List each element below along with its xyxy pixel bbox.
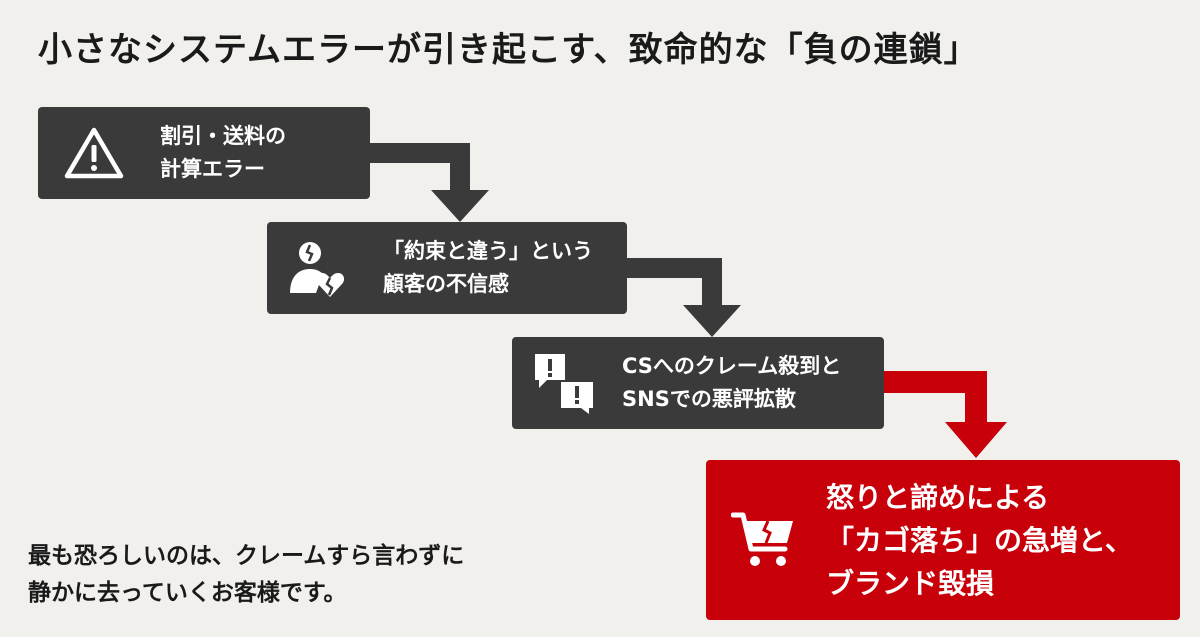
step-1-line-2: 計算エラー — [160, 157, 265, 181]
step-2-line-2: 顧客の不信感 — [383, 272, 509, 296]
step-3-line-1: CSへのクレーム殺到と — [622, 354, 842, 378]
slide-title: 小さなシステムエラーが引き起こす、致命的な「負の連鎖」 — [38, 30, 979, 70]
step-label-3: CSへのクレーム殺到と SNSでの悪評拡散 — [622, 350, 841, 416]
broken-cart-icon — [730, 509, 798, 571]
step-4-line-1: 怒りと諦めによる — [826, 480, 1050, 514]
step-label-4: 怒りと諦めによる 「カゴ落ち」の急増と、 ブランド毀損 — [826, 476, 1133, 605]
broken-heart-user-icon — [285, 237, 351, 299]
step-box-1: 割引・送料の 計算エラー — [38, 107, 370, 199]
alert-chat-bubbles-icon — [528, 350, 600, 416]
step-2-line-1: 「約束と違う」という — [383, 239, 593, 263]
step-label-2: 「約束と違う」という 顧客の不信感 — [383, 235, 593, 301]
connector-arrow-1 — [370, 143, 489, 222]
bottom-note: 最も恐ろしいのは、クレームすら言わずに 静かに去っていくお客様です。 — [28, 538, 464, 612]
warning-icon — [58, 126, 130, 180]
step-box-2: 「約束と違う」という 顧客の不信感 — [267, 222, 627, 314]
connector-arrow-3 — [884, 371, 1007, 458]
step-label-1: 割引・送料の 計算エラー — [160, 120, 286, 186]
step-4-line-3: ブランド毀損 — [826, 566, 995, 600]
step-1-line-1: 割引・送料の — [160, 124, 286, 148]
step-4-line-2: 「カゴ落ち」の急増と、 — [826, 523, 1133, 557]
connector-arrow-2 — [627, 258, 741, 337]
note-line-2: 静かに去っていくお客様です。 — [28, 580, 347, 606]
step-box-3: CSへのクレーム殺到と SNSでの悪評拡散 — [512, 337, 884, 429]
step-3-line-2: SNSでの悪評拡散 — [622, 387, 796, 411]
step-box-4: 怒りと諦めによる 「カゴ落ち」の急増と、 ブランド毀損 — [706, 460, 1180, 620]
note-line-1: 最も恐ろしいのは、クレームすら言わずに — [28, 543, 465, 569]
